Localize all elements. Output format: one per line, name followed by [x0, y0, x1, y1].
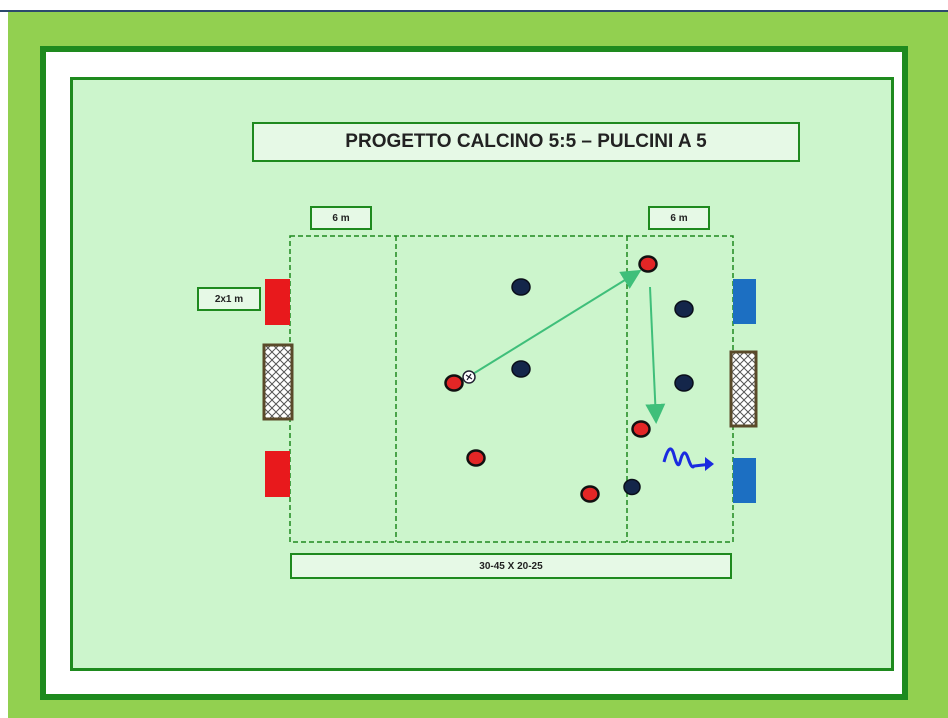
player-marker-icon: [444, 374, 464, 392]
target-size-label: 2x1 m: [197, 287, 261, 311]
right-zone-label: 6 m: [648, 206, 710, 230]
left-zone-label: 6 m: [310, 206, 372, 230]
player-marker-icon: [674, 374, 694, 392]
soccer-ball-icon: [462, 370, 476, 384]
player-marker-icon: [511, 278, 531, 296]
player-marker-icon: [623, 478, 641, 496]
field-outline: [289, 235, 734, 543]
soccer-goal-icon: [262, 343, 294, 421]
soccer-goal-icon: [729, 350, 758, 428]
top-bar: [0, 0, 948, 12]
player-marker-icon: [631, 420, 651, 438]
right-top-target: [733, 279, 756, 324]
player-marker-icon: [580, 485, 600, 503]
player-marker-icon: [638, 255, 658, 273]
dark-team-players: [511, 278, 694, 496]
left-bottom-target: [265, 451, 290, 497]
dribble-arrow-icon: [662, 447, 714, 471]
diagram-title: PROGETTO CALCINO 5:5 – PULCINI A 5: [252, 122, 800, 162]
player-marker-icon: [511, 360, 531, 378]
player-marker-icon: [674, 300, 694, 318]
left-top-target: [265, 279, 290, 325]
pass-arrow: [467, 269, 642, 378]
right-bottom-target: [733, 458, 756, 503]
player-marker-icon: [466, 449, 486, 467]
red-team-players: [444, 255, 658, 503]
pass-arrow: [645, 286, 666, 424]
field-dimensions-label: 30-45 X 20-25: [290, 553, 732, 579]
